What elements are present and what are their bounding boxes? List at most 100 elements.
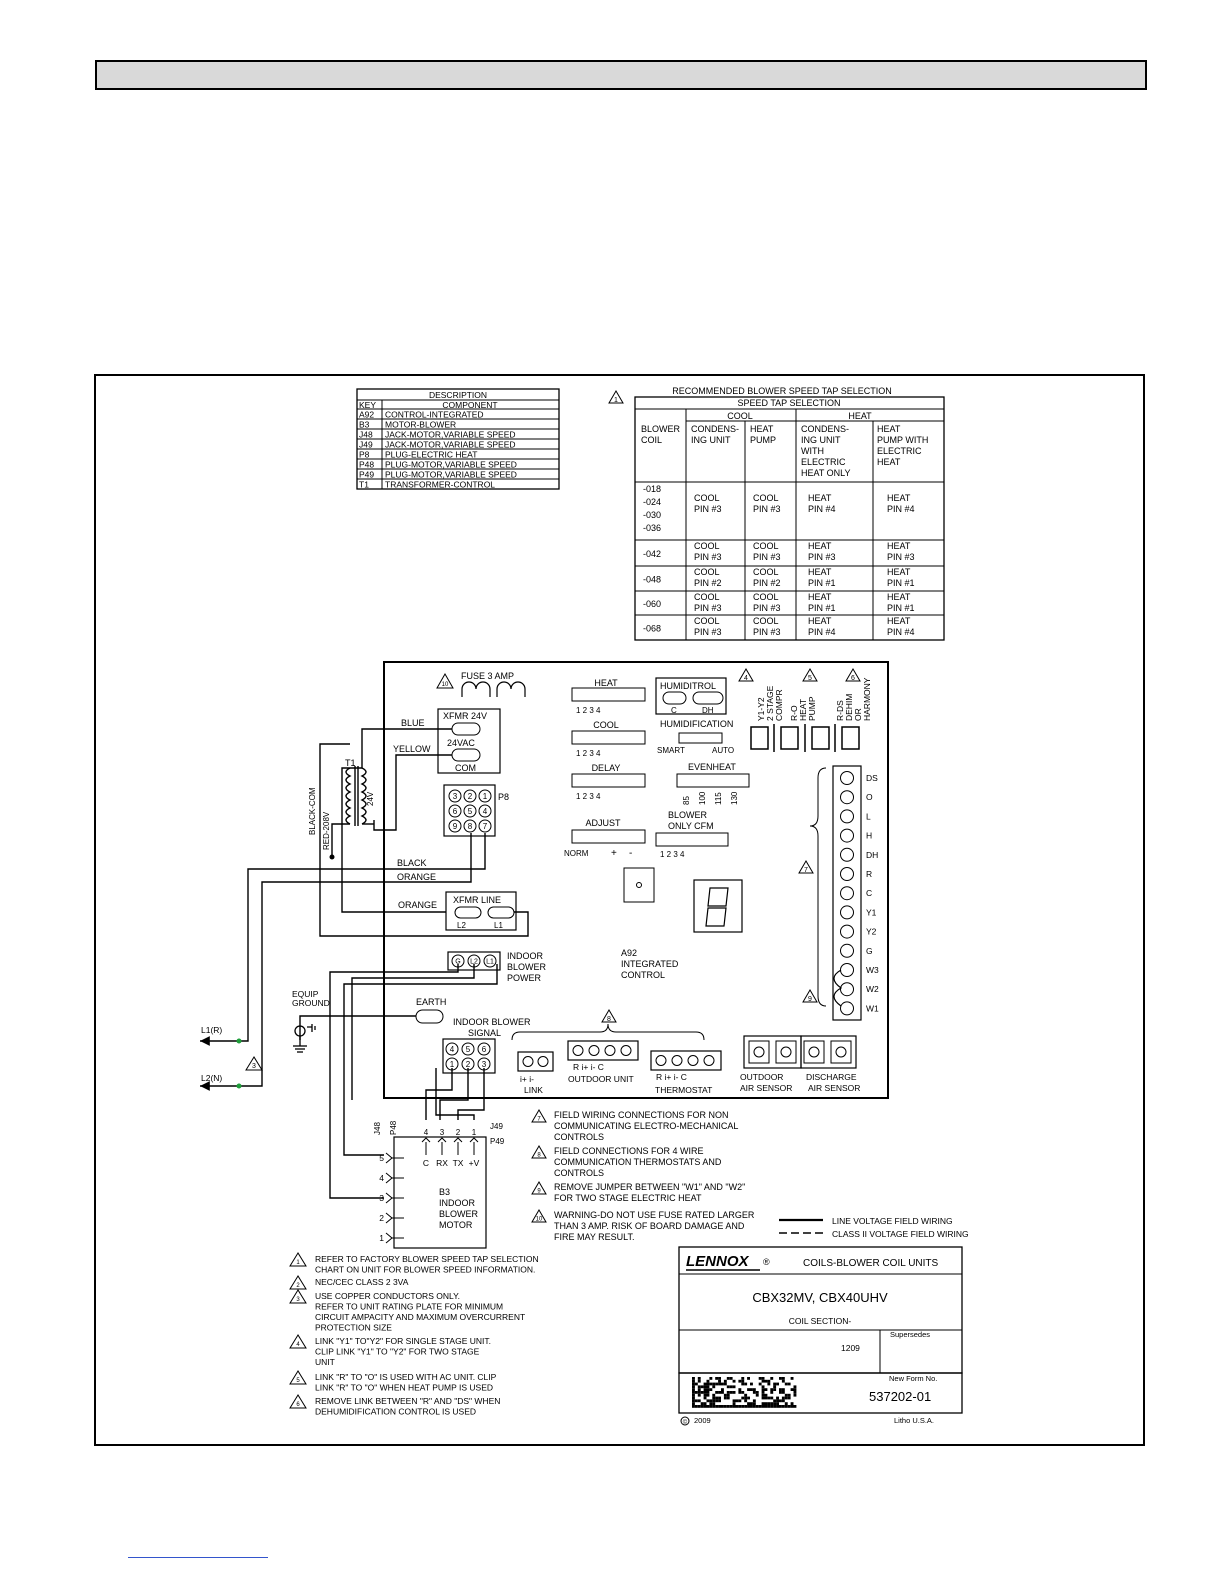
speed-cell: PIN #1 — [887, 578, 915, 588]
desc-component: PLUG-MOTOR,VARIABLE SPEED — [385, 460, 517, 470]
bottom-note-text: REFER TO UNIT RATING PLATE FOR MINIMUM — [315, 1302, 503, 1312]
blower-cfm-pins: 1 2 3 4 — [660, 850, 685, 859]
heat-header[interactable] — [571, 687, 646, 702]
desc-component: TRANSFORMER-CONTROL — [385, 480, 495, 490]
rds-link-a[interactable] — [811, 726, 830, 750]
note-10-marker: 10 — [436, 672, 454, 689]
bottom-note-text: UNIT — [315, 1357, 335, 1367]
humidification-jumper[interactable] — [678, 732, 723, 744]
speed-coil: -030 — [643, 510, 661, 520]
red-208-label: RED-208V — [322, 811, 331, 850]
com-terminal[interactable] — [451, 748, 481, 762]
j-pin-label: 1 — [472, 1128, 477, 1137]
terminal-label: Y2 — [866, 927, 877, 937]
delay-header[interactable] — [571, 773, 646, 788]
discharge-air-l1: DISCHARGE — [806, 1072, 857, 1082]
terminal-label: DS — [866, 773, 878, 783]
ro-link[interactable] — [780, 726, 799, 750]
terminal-screw[interactable] — [840, 943, 854, 958]
ground-symbol — [293, 1024, 316, 1053]
p8-pin — [448, 804, 462, 818]
p8-pin-label: 4 — [483, 807, 488, 816]
w1-w2-jumper[interactable] — [833, 969, 843, 1007]
earth-terminal[interactable] — [415, 1009, 444, 1024]
desc-key: T1 — [359, 480, 369, 490]
terminal-screw[interactable] — [840, 982, 854, 997]
group-cool: COOL — [727, 411, 753, 421]
adjust-button[interactable] — [623, 867, 655, 903]
xfmr-l1-terminal[interactable] — [487, 906, 515, 919]
terminal-screw[interactable] — [840, 828, 854, 843]
evenheat-header[interactable] — [676, 773, 750, 788]
field-note-num: 7 — [537, 1117, 541, 1123]
terminal-screw[interactable] — [840, 886, 854, 901]
speed-cell: PIN #3 — [808, 552, 836, 562]
blower-cfm-header[interactable] — [655, 832, 729, 847]
terminal-screw[interactable] — [840, 771, 854, 785]
terminal-screw[interactable] — [840, 924, 854, 939]
speed-header-text: WITH — [801, 446, 824, 456]
ibp-l3: POWER — [507, 973, 542, 983]
p8-pin — [463, 789, 477, 803]
j49-label: J49 — [490, 1122, 503, 1131]
speed-cell: COOL — [753, 592, 779, 602]
speed-cell: HEAT — [808, 493, 832, 503]
vac24-label: 24VAC — [447, 738, 475, 748]
j-pin-label: 2 — [456, 1128, 461, 1137]
link-connector[interactable] — [517, 1051, 554, 1072]
p8-label: P8 — [498, 792, 509, 802]
link-label-text: R-DS — [835, 700, 845, 721]
auto-label: AUTO — [712, 746, 734, 755]
motor-l1: B3 — [439, 1187, 450, 1197]
speed-cell: PIN #3 — [694, 504, 722, 514]
terminal-screw[interactable] — [840, 867, 854, 881]
power-pin-label: G — [455, 959, 460, 966]
xfmr24-terminal[interactable] — [451, 722, 481, 736]
field-note-text: COMMUNICATION THERMOSTATS AND — [554, 1157, 722, 1167]
hum-dh-label: DH — [702, 706, 714, 715]
speed-cell: HEAT — [887, 567, 911, 577]
svg-text:4: 4 — [744, 675, 748, 682]
discharge-air-sensor-connector[interactable] — [800, 1035, 857, 1069]
adjust-header[interactable] — [571, 829, 646, 844]
thermostat-connector[interactable] — [650, 1050, 722, 1071]
wiring-labels: BLUE YELLOW T1 24V BLACK-COM RED-208V BL… — [201, 718, 437, 1083]
link-label-text: OR — [853, 708, 863, 721]
terminal-screw[interactable] — [840, 963, 854, 977]
model-numbers: CBX32MV, CBX40UHV — [752, 1290, 888, 1305]
outdoor-pins: R i+ i- C — [573, 1062, 604, 1072]
a92-l1: A92 — [621, 948, 637, 958]
terminal-screw[interactable] — [840, 905, 854, 920]
speed-coil: -018 — [643, 484, 661, 494]
terminal-screw[interactable] — [840, 809, 854, 824]
motor-l2: INDOOR — [439, 1198, 476, 1208]
link-label-text: R-O — [789, 705, 799, 721]
speed-header-text: ELECTRIC — [801, 457, 846, 467]
desc-key: P8 — [359, 450, 370, 460]
j-pin-label: 4 — [424, 1128, 429, 1137]
blue-label: BLUE — [401, 718, 425, 728]
speed-cell: HEAT — [887, 493, 911, 503]
orange-label-1: ORANGE — [397, 872, 436, 882]
speed-cell: PIN #2 — [694, 578, 722, 588]
xfmr-l2-terminal[interactable] — [454, 906, 482, 919]
j-pin-label: 3 — [440, 1128, 445, 1137]
p8-plug[interactable] — [443, 784, 496, 837]
cool-header[interactable] — [571, 730, 646, 745]
black-label: BLACK — [397, 858, 427, 868]
ibp-l2: BLOWER — [507, 962, 547, 972]
note-7-marker: 7 — [798, 860, 814, 874]
terminal-screw[interactable] — [840, 847, 854, 862]
blower-signal-plug[interactable] — [442, 1038, 496, 1074]
terminal-screw[interactable] — [840, 790, 854, 805]
control-board: 10 FUSE 3 AMP HEAT 1 2 3 4 COOL 1 2 3 4 … — [383, 661, 889, 1099]
p8-pin-label: 1 — [483, 792, 488, 801]
rds-link-b[interactable] — [841, 726, 860, 750]
speed-header-text: HEAT ONLY — [801, 468, 851, 478]
speed-header-text: BLOWER — [641, 424, 681, 434]
terminal-screw[interactable] — [840, 1001, 854, 1016]
speed-coil: -036 — [643, 523, 661, 533]
speed-header-text: HEAT — [877, 424, 901, 434]
outdoor-unit-connector[interactable] — [567, 1040, 639, 1061]
y1y2-link[interactable] — [750, 726, 769, 750]
